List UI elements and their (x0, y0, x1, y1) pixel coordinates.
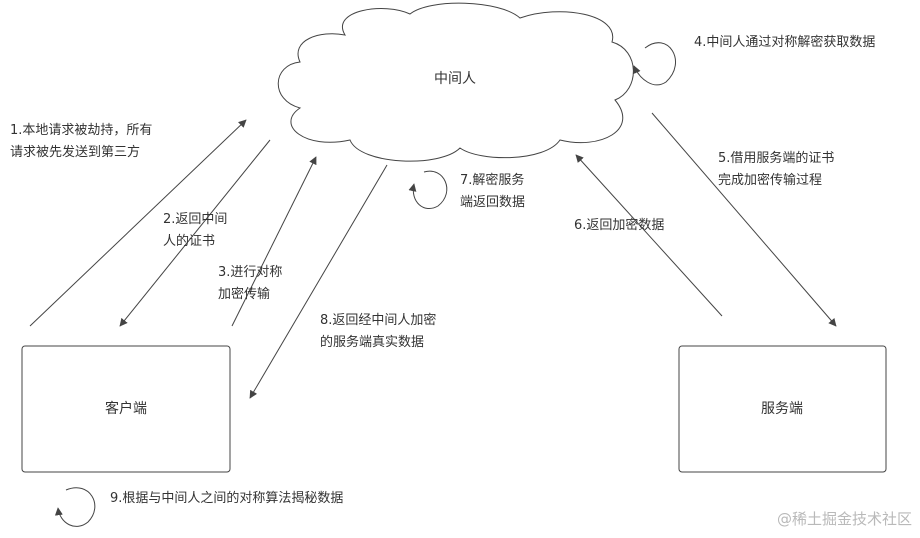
client-node: 客户端 (21, 345, 231, 473)
server-node: 服务端 (678, 345, 887, 473)
client-box (21, 345, 231, 473)
step-6-label: 6.返回加密数据 (574, 217, 664, 233)
arrow-step-5 (651, 112, 837, 327)
step-5-line-2: 完成加密传输过程 (718, 172, 822, 188)
step-3-label: 3.进行对称 加密传输 (218, 265, 287, 302)
step-6-line-1: 6.返回加密数据 (574, 217, 664, 233)
step-1-label: 1.本地请求被劫持，所有 请求被先发送到第三方 (10, 123, 157, 160)
step-9-line-1: 9.根据与中间人之间的对称算法揭秘数据 (110, 490, 343, 506)
step-3-line-2: 加密传输 (218, 286, 270, 302)
loop-arrow-step-7 (408, 170, 448, 209)
step-1-line-1: 1.本地请求被劫持，所有 (10, 123, 152, 138)
server-box (678, 345, 887, 473)
arrow-step-6 (575, 154, 723, 317)
arrow-step-2 (119, 139, 271, 327)
step-5-line-1: 5.借用服务端的证书 (718, 150, 834, 166)
step-8-line-2: 的服务端真实数据 (320, 334, 424, 350)
step-2-label: 2.返回中间 人的证书 (163, 212, 232, 249)
step-7-line-1: 7.解密服务 (460, 172, 524, 188)
step-8-line-1: 8.返回经中间人加密 (320, 312, 436, 328)
loop-arrow-step-9 (54, 487, 96, 527)
cloud-shape (277, 2, 634, 162)
step-7-label: 7.解密服务 端返回数据 (460, 172, 529, 210)
client-label: 客户端 (105, 400, 147, 417)
step-4-line-1: 4.中间人通过对称解密获取数据 (694, 34, 875, 50)
step-2-line-1: 2.返回中间 (163, 212, 227, 227)
arrow-step-1 (29, 119, 247, 327)
step-9-label: 9.根据与中间人之间的对称算法揭秘数据 (110, 490, 343, 506)
step-7-line-2: 端返回数据 (460, 195, 525, 210)
watermark-text: @稀土掘金技术社区 (777, 510, 912, 528)
step-2-line-2: 人的证书 (163, 233, 215, 249)
loop-arrow-step-4 (633, 42, 677, 86)
step-4-label: 4.中间人通过对称解密获取数据 (694, 34, 875, 50)
step-3-line-1: 3.进行对称 (218, 265, 282, 280)
step-8-label: 8.返回经中间人加密 的服务端真实数据 (320, 312, 441, 350)
cloud-label: 中间人 (434, 71, 476, 87)
arrow-step-3 (231, 156, 317, 327)
cloud-node: 中间人 (277, 2, 634, 162)
step-5-label: 5.借用服务端的证书 完成加密传输过程 (718, 150, 839, 188)
server-label: 服务端 (761, 401, 803, 417)
arrow-step-8 (249, 164, 388, 399)
step-1-line-2: 请求被先发送到第三方 (10, 144, 140, 160)
